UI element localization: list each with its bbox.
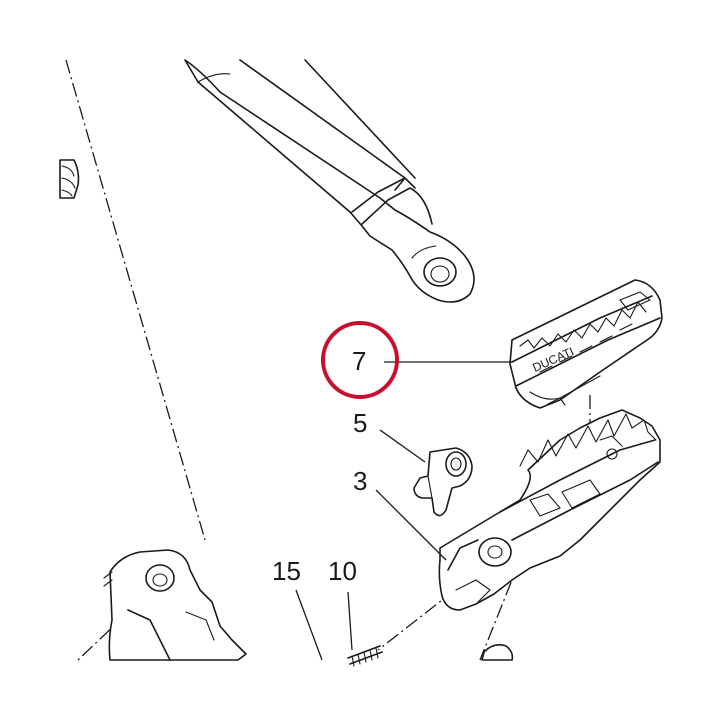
small-part-bottom-right [481, 644, 514, 661]
callout-10: 10 [328, 556, 357, 586]
spring-part-10 [347, 645, 383, 667]
nut-partial [59, 159, 80, 199]
callout-3: 3 [353, 466, 367, 496]
highlight-ring [321, 321, 399, 399]
footpeg-insert-part-7: DUCATI [509, 279, 663, 409]
footpeg-body-part-3 [438, 409, 661, 611]
callout-15: 15 [272, 556, 301, 586]
shock-absorber [184, 59, 475, 303]
callout-7: 7 [352, 346, 366, 376]
pivot-bracket-bottom-left [103, 549, 247, 661]
leader-lines [295, 361, 512, 661]
bracket-part-5 [413, 447, 473, 517]
callout-5: 5 [353, 408, 367, 438]
